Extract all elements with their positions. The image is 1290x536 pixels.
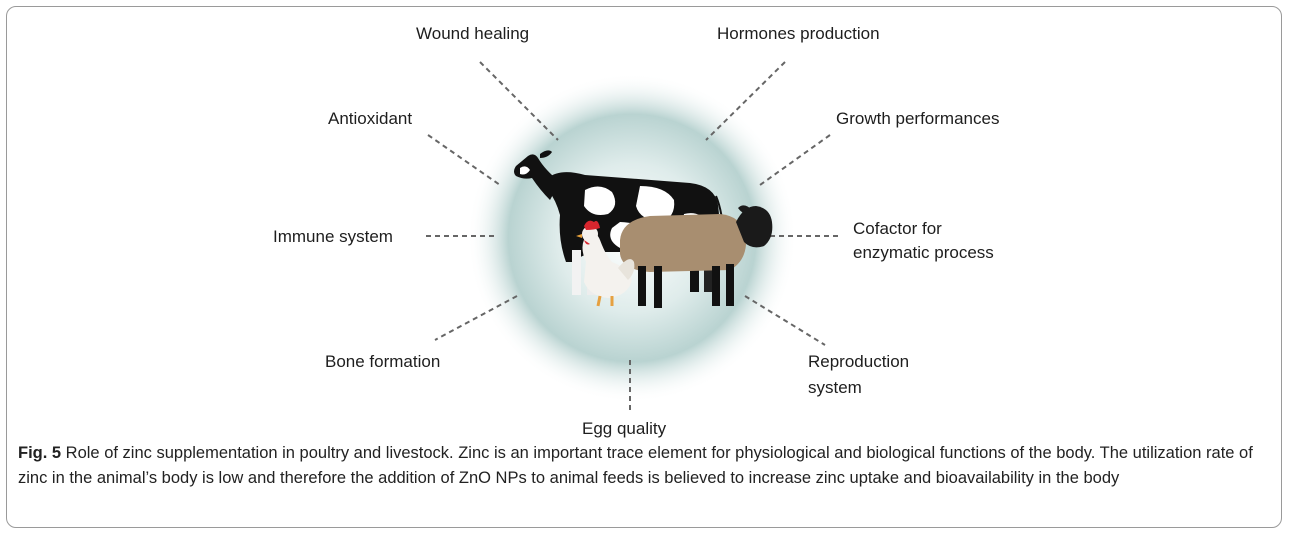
label-growth-performances: Growth performances (836, 106, 999, 131)
label-wound-healing: Wound healing (416, 21, 529, 46)
caption-text: Role of zinc supplementation in poultry … (18, 444, 1253, 487)
label-hormones-production: Hormones production (717, 21, 880, 46)
connector-layer (0, 0, 1290, 420)
label-cofactor-line1: Cofactor for (853, 216, 942, 241)
figure-caption: Fig. 5 Role of zinc supplementation in p… (18, 441, 1268, 491)
label-immune-system: Immune system (273, 224, 393, 249)
label-cofactor-line2: enzymatic process (853, 240, 994, 265)
label-reproduction-line2: system (808, 375, 862, 400)
label-bone-formation: Bone formation (325, 349, 440, 374)
label-egg-quality: Egg quality (582, 416, 666, 441)
label-reproduction-line1: Reproduction (808, 349, 909, 374)
label-antioxidant: Antioxidant (328, 106, 412, 131)
figure-number: Fig. 5 (18, 444, 61, 462)
zinc-role-diagram: Wound healing Hormones production Antiox… (0, 0, 1290, 420)
